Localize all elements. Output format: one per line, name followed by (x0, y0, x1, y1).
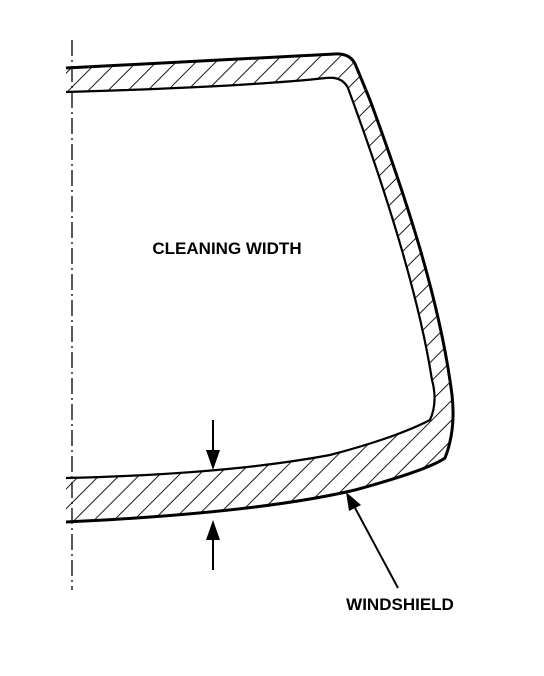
dimension-arrow-bottom (206, 520, 220, 570)
cleaning-width-label: CLEANING WIDTH (152, 239, 301, 258)
windshield-label: WINDSHIELD (346, 595, 454, 614)
windshield-leader-arrow (346, 492, 399, 589)
hatched-uncleaned-band (66, 53, 454, 523)
dimension-arrow-top (206, 420, 220, 470)
cleaning-area-boundary (65, 76, 436, 480)
windshield-outer-edge (65, 52, 455, 524)
